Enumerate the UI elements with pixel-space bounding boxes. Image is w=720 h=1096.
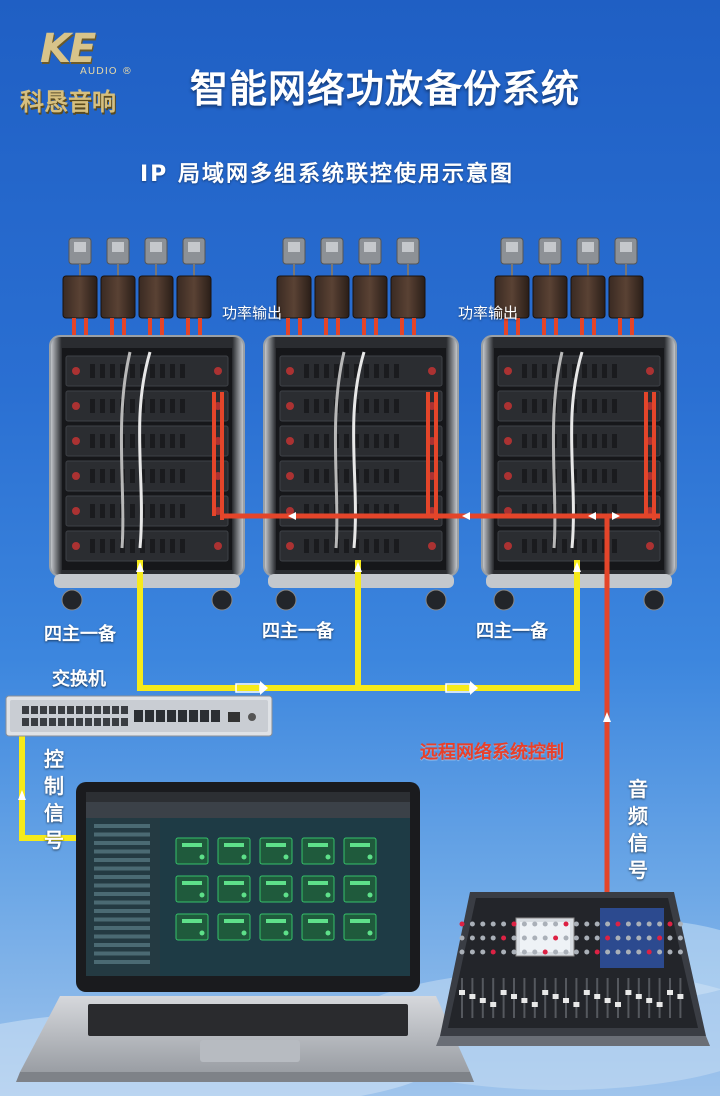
network-switch	[5, 695, 273, 737]
page-subtitle: IP 局域网多组系统联控使用示意图	[140, 162, 514, 187]
group-label-1: 四主一备	[44, 624, 116, 645]
speaker-icon	[532, 237, 568, 352]
control-signal-label: 控制信号	[44, 747, 64, 852]
speaker-icon	[100, 237, 136, 352]
group-label-2: 四主一备	[262, 621, 334, 642]
audio-signal-label: 音频信号	[628, 777, 648, 882]
speaker-icon	[494, 237, 530, 352]
rack-icon	[263, 335, 459, 611]
logo-brand-text: 科恳音响	[20, 88, 116, 116]
control-arrows	[18, 562, 581, 800]
switch-label: 交换机	[52, 669, 106, 690]
audio-mixer	[436, 892, 710, 1046]
remote-control-label: 远程网络系统控制	[420, 742, 564, 763]
amplifier-racks	[49, 335, 677, 611]
speaker-icon	[276, 237, 312, 352]
laptop	[16, 782, 474, 1082]
speaker-icon	[314, 237, 350, 352]
power-output-label-2: 功率输出	[458, 304, 519, 322]
logo-mark: KE	[40, 26, 96, 72]
speaker-group	[62, 237, 644, 352]
red-link-line	[220, 512, 660, 520]
speaker-icon	[138, 237, 174, 352]
page-title: 智能网络功放备份系统	[190, 67, 581, 111]
speaker-icon	[62, 237, 98, 352]
speaker-icon	[570, 237, 606, 352]
rack-icon	[49, 335, 245, 611]
logo-audio-text: AUDIO ®	[80, 66, 133, 77]
audio-signal-line	[603, 516, 611, 896]
speaker-icon	[390, 237, 426, 352]
speaker-icon	[176, 237, 212, 352]
speaker-icon	[608, 237, 644, 352]
speaker-icon	[352, 237, 388, 352]
control-network-lines	[19, 560, 580, 841]
power-output-label-1: 功率输出	[222, 304, 283, 322]
group-label-3: 四主一备	[476, 621, 548, 642]
